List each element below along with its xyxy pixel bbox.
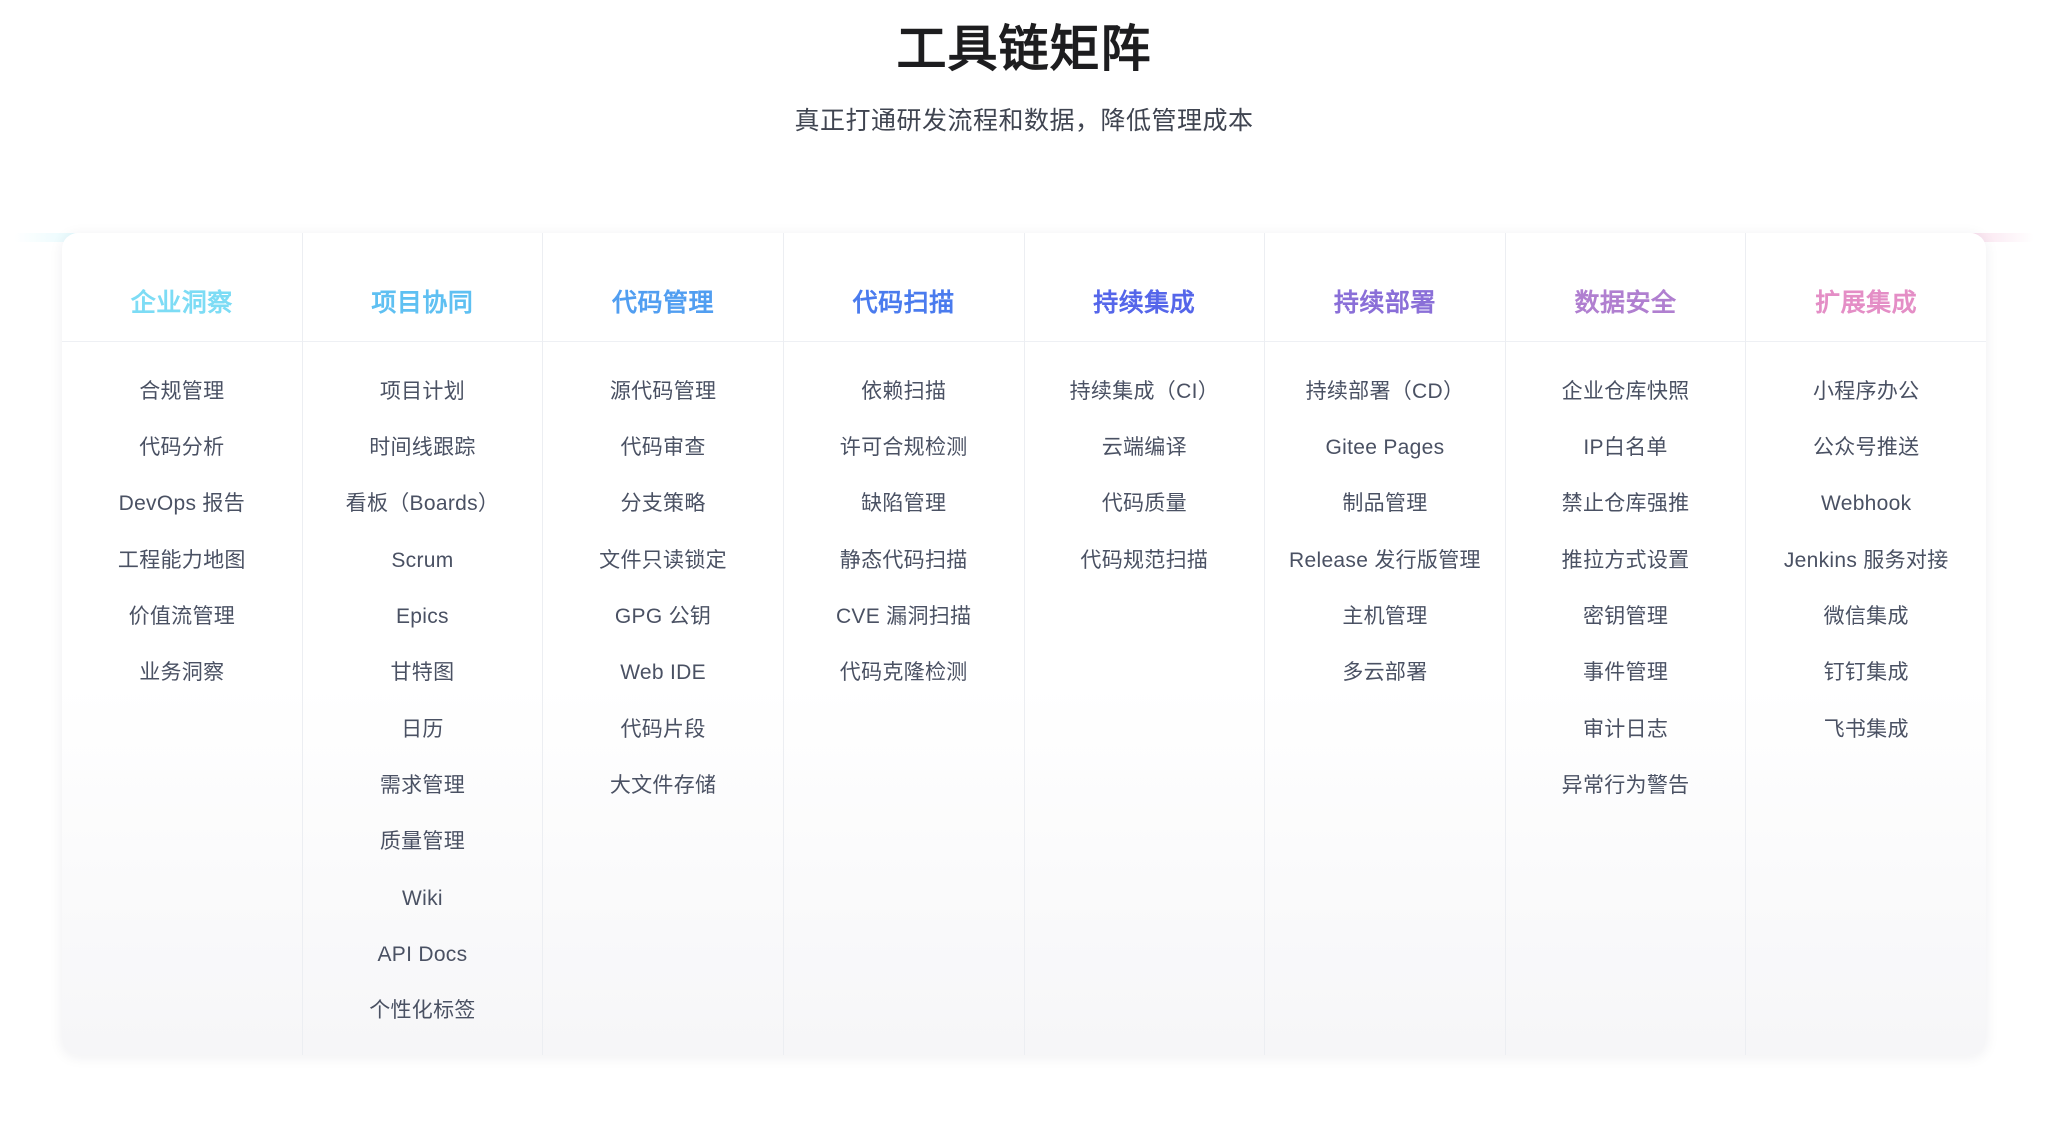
list-item[interactable]: Gitee Pages bbox=[1325, 435, 1445, 459]
matrix-column[interactable]: 代码管理源代码管理代码审查分支策略文件只读锁定 GPG 公钥 Web IDE 代码片段… bbox=[543, 232, 784, 1055]
list-item[interactable]: Epics bbox=[396, 604, 449, 628]
list-item[interactable]: 个性化标签 bbox=[369, 999, 476, 1023]
matrix-column[interactable]: 企业洞察合规管理代码分析 DevOps 报告工程能力地图价值流管理业务洞察 bbox=[62, 232, 303, 1055]
list-item[interactable]: 代码规范扫描 bbox=[1080, 548, 1209, 572]
list-item[interactable]: 时间线跟踪 bbox=[369, 435, 476, 459]
list-item[interactable]: 缺陷管理 bbox=[861, 492, 947, 516]
list-item[interactable]: IP白名单 bbox=[1583, 435, 1668, 459]
list-item[interactable]: 密钥管理 bbox=[1582, 604, 1669, 628]
list-item[interactable]: 代码质量 bbox=[1101, 492, 1187, 516]
list-item[interactable]: 合规管理 bbox=[139, 379, 225, 403]
column-item-list: 企业仓库快照 IP白名单禁止仓库强推推拉方式设置密钥管理事件管理审计日志异常行为警… bbox=[1506, 360, 1746, 845]
column-title: 代码管理 bbox=[612, 288, 715, 317]
column-item-list: 持续部署（CD） Gitee Pages 制品管理 Release 发行版管理主机管理… bbox=[1265, 360, 1505, 732]
list-item[interactable]: 云端编译 bbox=[1101, 435, 1187, 459]
list-item[interactable]: 推拉方式设置 bbox=[1561, 548, 1690, 572]
page-title: 工具链矩阵 bbox=[896, 21, 1152, 77]
list-item[interactable]: 依赖扫描 bbox=[861, 379, 947, 403]
list-item[interactable]: 异常行为警告 bbox=[1561, 773, 1690, 797]
matrix-columns: 企业洞察合规管理代码分析 DevOps 报告工程能力地图价值流管理业务洞察 项目协同… bbox=[62, 232, 1986, 1055]
toolchain-matrix: 企业洞察合规管理代码分析 DevOps 报告工程能力地图价值流管理业务洞察 项目协同… bbox=[14, 195, 2034, 1055]
list-item[interactable]: 公众号推送 bbox=[1812, 435, 1920, 459]
list-item[interactable]: Web IDE bbox=[620, 661, 706, 685]
list-item[interactable]: 小程序办公 bbox=[1812, 379, 1920, 403]
list-item[interactable]: Release 发行版管理 bbox=[1289, 548, 1481, 572]
column-title: 项目协同 bbox=[371, 288, 474, 317]
list-item[interactable]: 源代码管理 bbox=[609, 379, 717, 403]
list-item[interactable]: Wiki bbox=[402, 886, 443, 910]
list-item[interactable]: 看板（Boards） bbox=[345, 492, 500, 516]
list-item[interactable]: Webhook bbox=[1820, 492, 1912, 516]
column-item-list: 合规管理代码分析 DevOps 报告工程能力地图价值流管理业务洞察 bbox=[62, 360, 302, 732]
list-item[interactable]: 主机管理 bbox=[1342, 604, 1428, 628]
list-item[interactable]: 持续集成（CI） bbox=[1069, 379, 1220, 403]
list-item[interactable]: 代码审查 bbox=[620, 435, 706, 459]
list-item[interactable]: 质量管理 bbox=[379, 830, 466, 854]
column-divider bbox=[543, 340, 783, 342]
list-item[interactable]: CVE 漏洞扫描 bbox=[835, 604, 972, 628]
list-item[interactable]: DevOps 报告 bbox=[118, 492, 246, 516]
list-item[interactable]: 大文件存储 bbox=[609, 773, 717, 797]
column-title: 持续集成 bbox=[1093, 288, 1196, 317]
column-divider bbox=[302, 340, 543, 342]
list-item[interactable]: 代码分析 bbox=[139, 435, 225, 459]
column-divider bbox=[783, 340, 1024, 342]
list-item[interactable]: 企业仓库快照 bbox=[1561, 379, 1690, 403]
column-item-list: 依赖扫描许可合规检测缺陷管理静态代码扫描 CVE 漏洞扫描代码克隆检测 bbox=[784, 360, 1024, 732]
list-item[interactable]: 禁止仓库强推 bbox=[1561, 492, 1690, 516]
list-item[interactable]: 代码片段 bbox=[620, 717, 706, 741]
matrix-column[interactable]: 持续集成持续集成（CI） 云端编译代码质量代码规范扫描 bbox=[1024, 232, 1266, 1055]
list-item[interactable]: 许可合规检测 bbox=[839, 435, 968, 459]
column-title: 代码扫描 bbox=[852, 288, 955, 317]
column-item-list: 源代码管理代码审查分支策略文件只读锁定 GPG 公钥 Web IDE 代码片段大文件存… bbox=[543, 360, 783, 845]
list-item[interactable]: 事件管理 bbox=[1582, 661, 1669, 685]
list-item[interactable]: 文件只读锁定 bbox=[599, 548, 727, 572]
column-title: 持续部署 bbox=[1333, 288, 1436, 317]
list-item[interactable]: Scrum bbox=[391, 548, 454, 572]
list-item[interactable]: 业务洞察 bbox=[139, 661, 225, 685]
list-item[interactable]: 多云部署 bbox=[1342, 661, 1428, 685]
column-divider bbox=[1505, 340, 1746, 342]
matrix-column[interactable]: 数据安全企业仓库快照 IP白名单禁止仓库强推推拉方式设置密钥管理事件管理审计日志异… bbox=[1505, 232, 1747, 1055]
list-item[interactable]: 微信集成 bbox=[1823, 604, 1909, 628]
page-header: 工具链矩阵 真正打通研发流程和数据，降低管理成本 bbox=[0, 0, 2048, 137]
column-divider bbox=[1265, 340, 1505, 342]
matrix-column[interactable]: 持续部署持续部署（CD） Gitee Pages 制品管理 Release 发行版管理… bbox=[1265, 232, 1506, 1055]
list-item[interactable]: 钉钉集成 bbox=[1823, 661, 1909, 685]
list-item[interactable]: GPG 公钥 bbox=[614, 604, 712, 628]
list-item[interactable]: 需求管理 bbox=[379, 773, 466, 797]
list-item[interactable]: Jenkins 服务对接 bbox=[1783, 548, 1949, 572]
column-title: 企业洞察 bbox=[130, 288, 233, 317]
column-divider bbox=[1024, 340, 1265, 342]
page-subtitle: 真正打通研发流程和数据，降低管理成本 bbox=[794, 106, 1254, 135]
list-item[interactable]: 审计日志 bbox=[1582, 717, 1669, 741]
list-item[interactable]: 静态代码扫描 bbox=[839, 548, 968, 572]
list-item[interactable]: API Docs bbox=[377, 942, 468, 966]
list-item[interactable]: 日历 bbox=[401, 717, 444, 741]
column-title: 扩展集成 bbox=[1815, 288, 1918, 317]
column-title: 数据安全 bbox=[1574, 288, 1677, 317]
list-item[interactable]: 甘特图 bbox=[390, 661, 455, 685]
list-item[interactable]: 飞书集成 bbox=[1823, 717, 1909, 741]
list-item[interactable]: 分支策略 bbox=[620, 492, 706, 516]
list-item[interactable]: 价值流管理 bbox=[128, 604, 236, 628]
list-item[interactable]: 工程能力地图 bbox=[117, 548, 246, 572]
list-item[interactable]: 项目计划 bbox=[379, 379, 466, 403]
column-divider bbox=[1746, 340, 1986, 342]
list-item[interactable]: 持续部署（CD） bbox=[1305, 379, 1465, 403]
column-item-list: 持续集成（CI） 云端编译代码质量代码规范扫描 bbox=[1025, 360, 1265, 619]
matrix-column[interactable]: 代码扫描依赖扫描许可合规检测缺陷管理静态代码扫描 CVE 漏洞扫描代码克隆检测 bbox=[783, 232, 1025, 1055]
list-item[interactable]: 代码克隆检测 bbox=[839, 661, 968, 685]
list-item[interactable]: 制品管理 bbox=[1342, 492, 1428, 516]
column-divider bbox=[62, 340, 302, 342]
